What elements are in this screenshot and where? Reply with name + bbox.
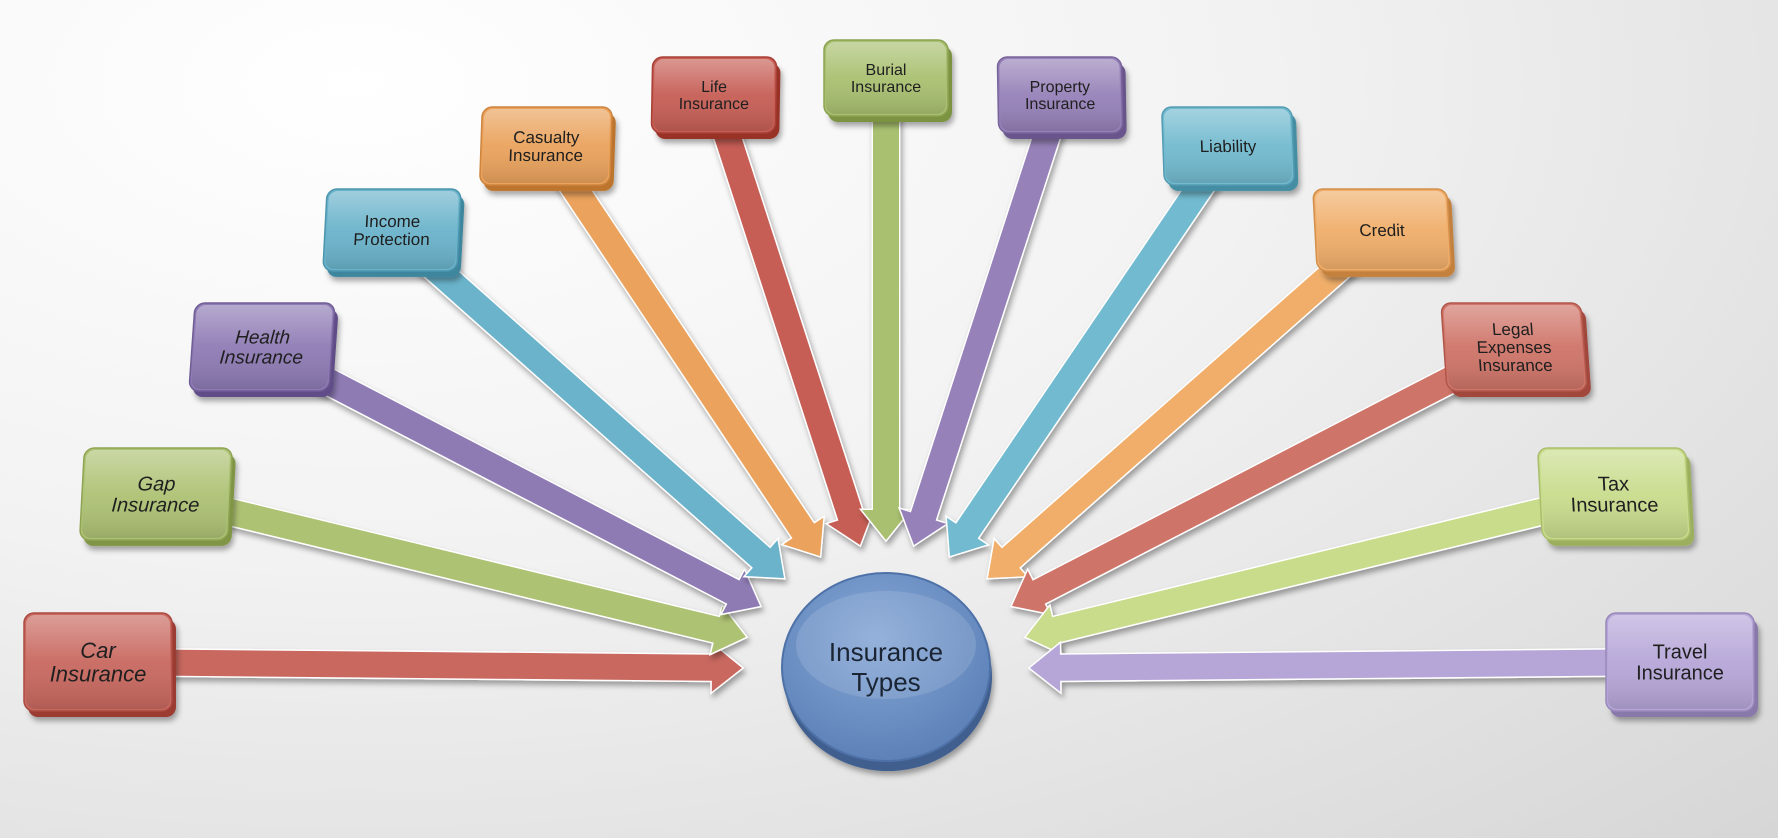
arrow-legal [1009, 333, 1523, 616]
arrow-health [253, 333, 763, 616]
category-label-casualty: Insurance [508, 146, 583, 165]
category-label-car: Insurance [50, 661, 147, 686]
category-label-health: Insurance [219, 348, 304, 369]
arrow-credit [986, 218, 1393, 580]
category-label-burial: Insurance [851, 79, 921, 96]
category-label-health: Health [234, 328, 290, 349]
category-label-income: Income [364, 212, 421, 231]
category-label-legal: Legal [1491, 320, 1534, 339]
category-label-burial: Burial [866, 62, 907, 79]
arrow-tax [1023, 479, 1619, 656]
arrow-liability [945, 136, 1241, 558]
category-label-credit: Credit [1359, 221, 1406, 240]
category-label-car: Car [80, 638, 117, 663]
arrow-property [897, 89, 1075, 548]
category-label-life: Life [701, 79, 727, 96]
hub-label: Insurance [829, 637, 943, 667]
category-label-property: Insurance [1025, 96, 1096, 113]
category-box-liability: Liability [1161, 106, 1299, 191]
category-label-gap: Insurance [111, 495, 200, 517]
arrow-car [96, 640, 745, 695]
category-box-credit: Credit [1312, 188, 1455, 277]
arrow-burial [858, 76, 914, 543]
arrow-life [699, 89, 877, 548]
category-label-travel: Insurance [1636, 663, 1724, 685]
category-label-travel: Travel [1653, 642, 1708, 664]
category-label-casualty: Casualty [513, 128, 580, 147]
arrow-travel [1027, 640, 1682, 695]
category-label-life: Insurance [679, 96, 750, 113]
category-label-tax: Tax [1597, 474, 1629, 496]
category-label-legal: Insurance [1477, 356, 1553, 375]
category-label-liability: Liability [1199, 137, 1257, 156]
category-label-tax: Insurance [1570, 495, 1659, 517]
category-label-income: Protection [353, 230, 430, 249]
category-label-property: Property [1029, 79, 1090, 96]
arrow-income [381, 218, 786, 580]
arrow-gap [151, 479, 749, 656]
category-label-gap: Gap [137, 474, 176, 496]
arrow-casualty [533, 136, 826, 558]
hub-label: Types [851, 667, 920, 697]
category-label-legal: Expenses [1476, 338, 1552, 357]
